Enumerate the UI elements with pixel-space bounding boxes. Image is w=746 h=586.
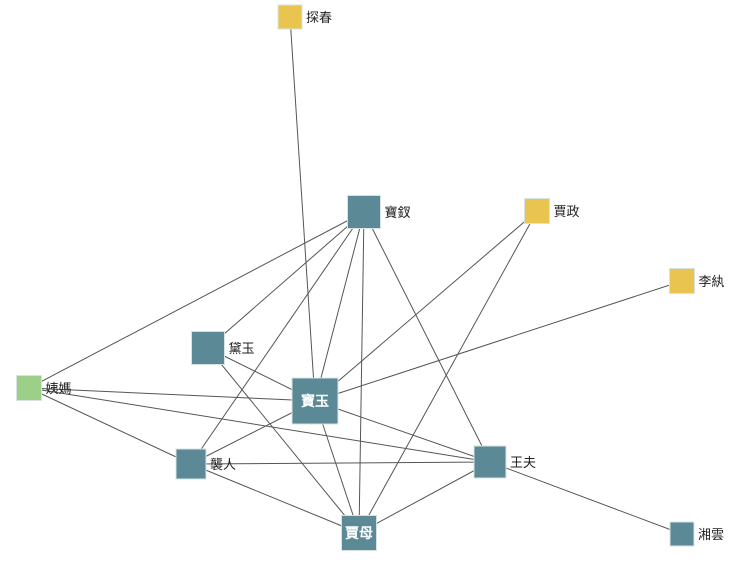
edge-baochai-daiyu: [207, 211, 365, 349]
node-square[interactable]: [341, 515, 377, 551]
node-baoyu[interactable]: 寶玉: [291, 377, 339, 425]
node-baochai[interactable]: 寶釵: [347, 195, 411, 229]
node-label: 王夫: [510, 456, 536, 471]
edge-baoyu-wangfu: [314, 400, 491, 463]
edge-baochai-jiamu: [358, 211, 365, 534]
edge-baochai-baoyu: [314, 211, 365, 402]
node-label: 湘雲: [698, 528, 724, 543]
node-label: 探春: [306, 11, 332, 26]
node-wangfu[interactable]: 王夫: [473, 445, 536, 479]
node-jiamu[interactable]: 賈母: [341, 515, 377, 551]
edge-daiyu-jiamu: [207, 347, 360, 534]
node-label: 李紈: [699, 275, 725, 290]
edge-xiren-jiamu: [190, 463, 360, 534]
edge-baochai-wangfu: [363, 211, 491, 463]
node-label: 寶釵: [385, 205, 411, 221]
node-label: 寶玉: [301, 393, 329, 410]
node-label: 賈政: [554, 205, 580, 220]
node-label: 黛玉: [229, 342, 255, 357]
node-square[interactable]: [277, 4, 303, 30]
edge-baochai-xiren: [190, 211, 365, 465]
node-square[interactable]: [669, 521, 695, 547]
node-square[interactable]: [175, 448, 207, 480]
edge-liwan-baoyu: [314, 280, 683, 402]
edge-jiazheng-baoyu: [314, 210, 538, 402]
edges-layer: [28, 16, 683, 535]
edge-wangfu-jiamu: [358, 461, 491, 534]
node-xiren[interactable]: 襲人: [175, 448, 236, 480]
node-square[interactable]: [347, 195, 381, 229]
node-daiyu[interactable]: 黛玉: [191, 331, 255, 365]
node-label: 姨媽: [46, 382, 72, 397]
edge-jiazheng-jiamu: [358, 210, 538, 534]
edge-yima-xiren: [28, 387, 192, 465]
edge-baochai-yima: [28, 211, 365, 389]
node-label: 賈母: [345, 525, 373, 542]
node-square[interactable]: [191, 331, 225, 365]
node-tanchun[interactable]: 探春: [277, 4, 332, 30]
node-square[interactable]: [524, 198, 550, 224]
edge-xiren-wangfu: [190, 461, 491, 465]
node-square[interactable]: [16, 375, 42, 401]
node-xiangyun[interactable]: 湘雲: [669, 521, 724, 547]
node-square[interactable]: [473, 445, 507, 479]
edge-yima-baoyu: [28, 387, 316, 402]
node-square[interactable]: [291, 377, 339, 425]
edge-wangfu-xiangyun: [489, 461, 683, 535]
node-yima[interactable]: 姨媽: [16, 375, 72, 401]
node-jiazheng[interactable]: 賈政: [524, 198, 580, 224]
node-square[interactable]: [669, 268, 695, 294]
node-label: 襲人: [210, 457, 236, 473]
edge-tanchun-baoyu: [289, 16, 316, 402]
edge-yima-wangfu: [28, 387, 491, 463]
node-liwan[interactable]: 李紈: [669, 268, 725, 294]
